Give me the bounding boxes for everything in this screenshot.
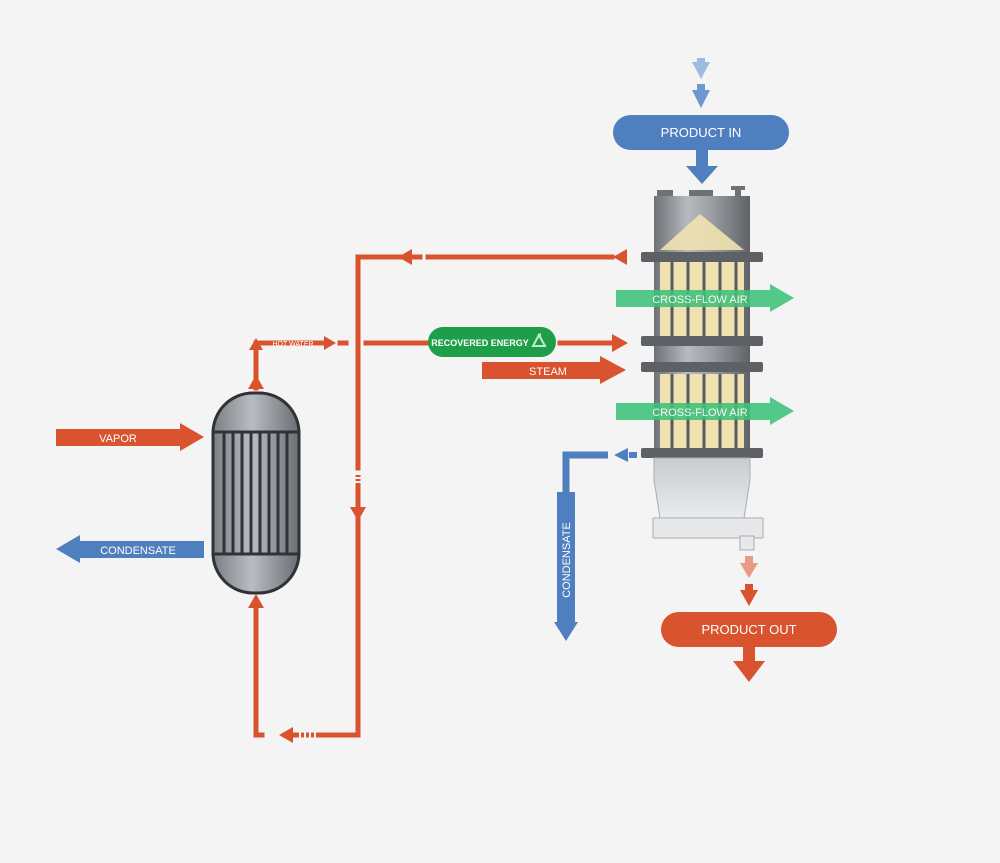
out-arrow-2 [740, 590, 758, 606]
dryer [641, 186, 764, 551]
arrow-up-exchanger-out [248, 375, 264, 389]
arrow-right-supply [324, 336, 336, 350]
arrow-up-exchanger-in [248, 594, 264, 608]
loop-arrowheads [248, 249, 628, 743]
arrow-into-dryer-top [613, 249, 627, 265]
exchanger-tubes [222, 432, 289, 554]
return-ticks [299, 473, 365, 740]
steam-label: STEAM [529, 366, 567, 378]
recovered-energy-pill [428, 327, 556, 357]
recovered-energy-label: RECOVERED ENERGY [431, 338, 529, 348]
arrow-down-return [350, 507, 366, 521]
out-arrow-main [733, 661, 765, 682]
cross-flow-air-top: CROSS-FLOW AIR [616, 284, 794, 312]
cross-flow-air-bottom-label: CROSS-FLOW AIR [652, 407, 747, 419]
hot-water-supply-vertical [253, 340, 331, 391]
product-out-label: PRODUCT OUT [701, 622, 796, 637]
vapor-arrow: VAPOR [56, 423, 204, 451]
hot-water-label: HOT WATER [272, 341, 313, 348]
out-arrow-1 [740, 563, 758, 578]
product-in-pill [613, 115, 789, 150]
product-in-feed: PRODUCT IN [613, 58, 789, 184]
cross-flow-air-top-label: CROSS-FLOW AIR [652, 294, 747, 306]
product-out-pill [661, 612, 837, 647]
steam-arrow: STEAM [482, 356, 626, 384]
condensate-left-label: CONDENSATE [100, 545, 176, 557]
feed-arrow-2 [692, 90, 710, 108]
recycle-icon [531, 332, 547, 347]
product-out-discharge: PRODUCT OUT [661, 556, 837, 682]
condensate-left-arrow: CONDENSATE [56, 535, 204, 563]
hot-water-return-left [253, 597, 265, 738]
arrow-left-top [398, 249, 412, 265]
dryer-condensate-line: CONDENSATE [554, 448, 637, 641]
dryer-flanges [641, 252, 763, 458]
heat-exchanger [211, 391, 301, 595]
condensate-vertical-label: CONDENSATE [561, 522, 573, 598]
feed-arrow-1 [692, 62, 710, 79]
arrow-up-supply [249, 338, 263, 350]
cross-flow-air-bottom: CROSS-FLOW AIR [616, 397, 794, 425]
arrow-right-recovered [612, 334, 628, 352]
arrow-left-bottom [279, 727, 293, 743]
feed-arrow-main [686, 166, 718, 184]
recovered-energy-badge: RECOVERED ENERGY [428, 327, 556, 357]
vapor-label: VAPOR [99, 433, 137, 445]
product-in-label: PRODUCT IN [661, 125, 742, 140]
